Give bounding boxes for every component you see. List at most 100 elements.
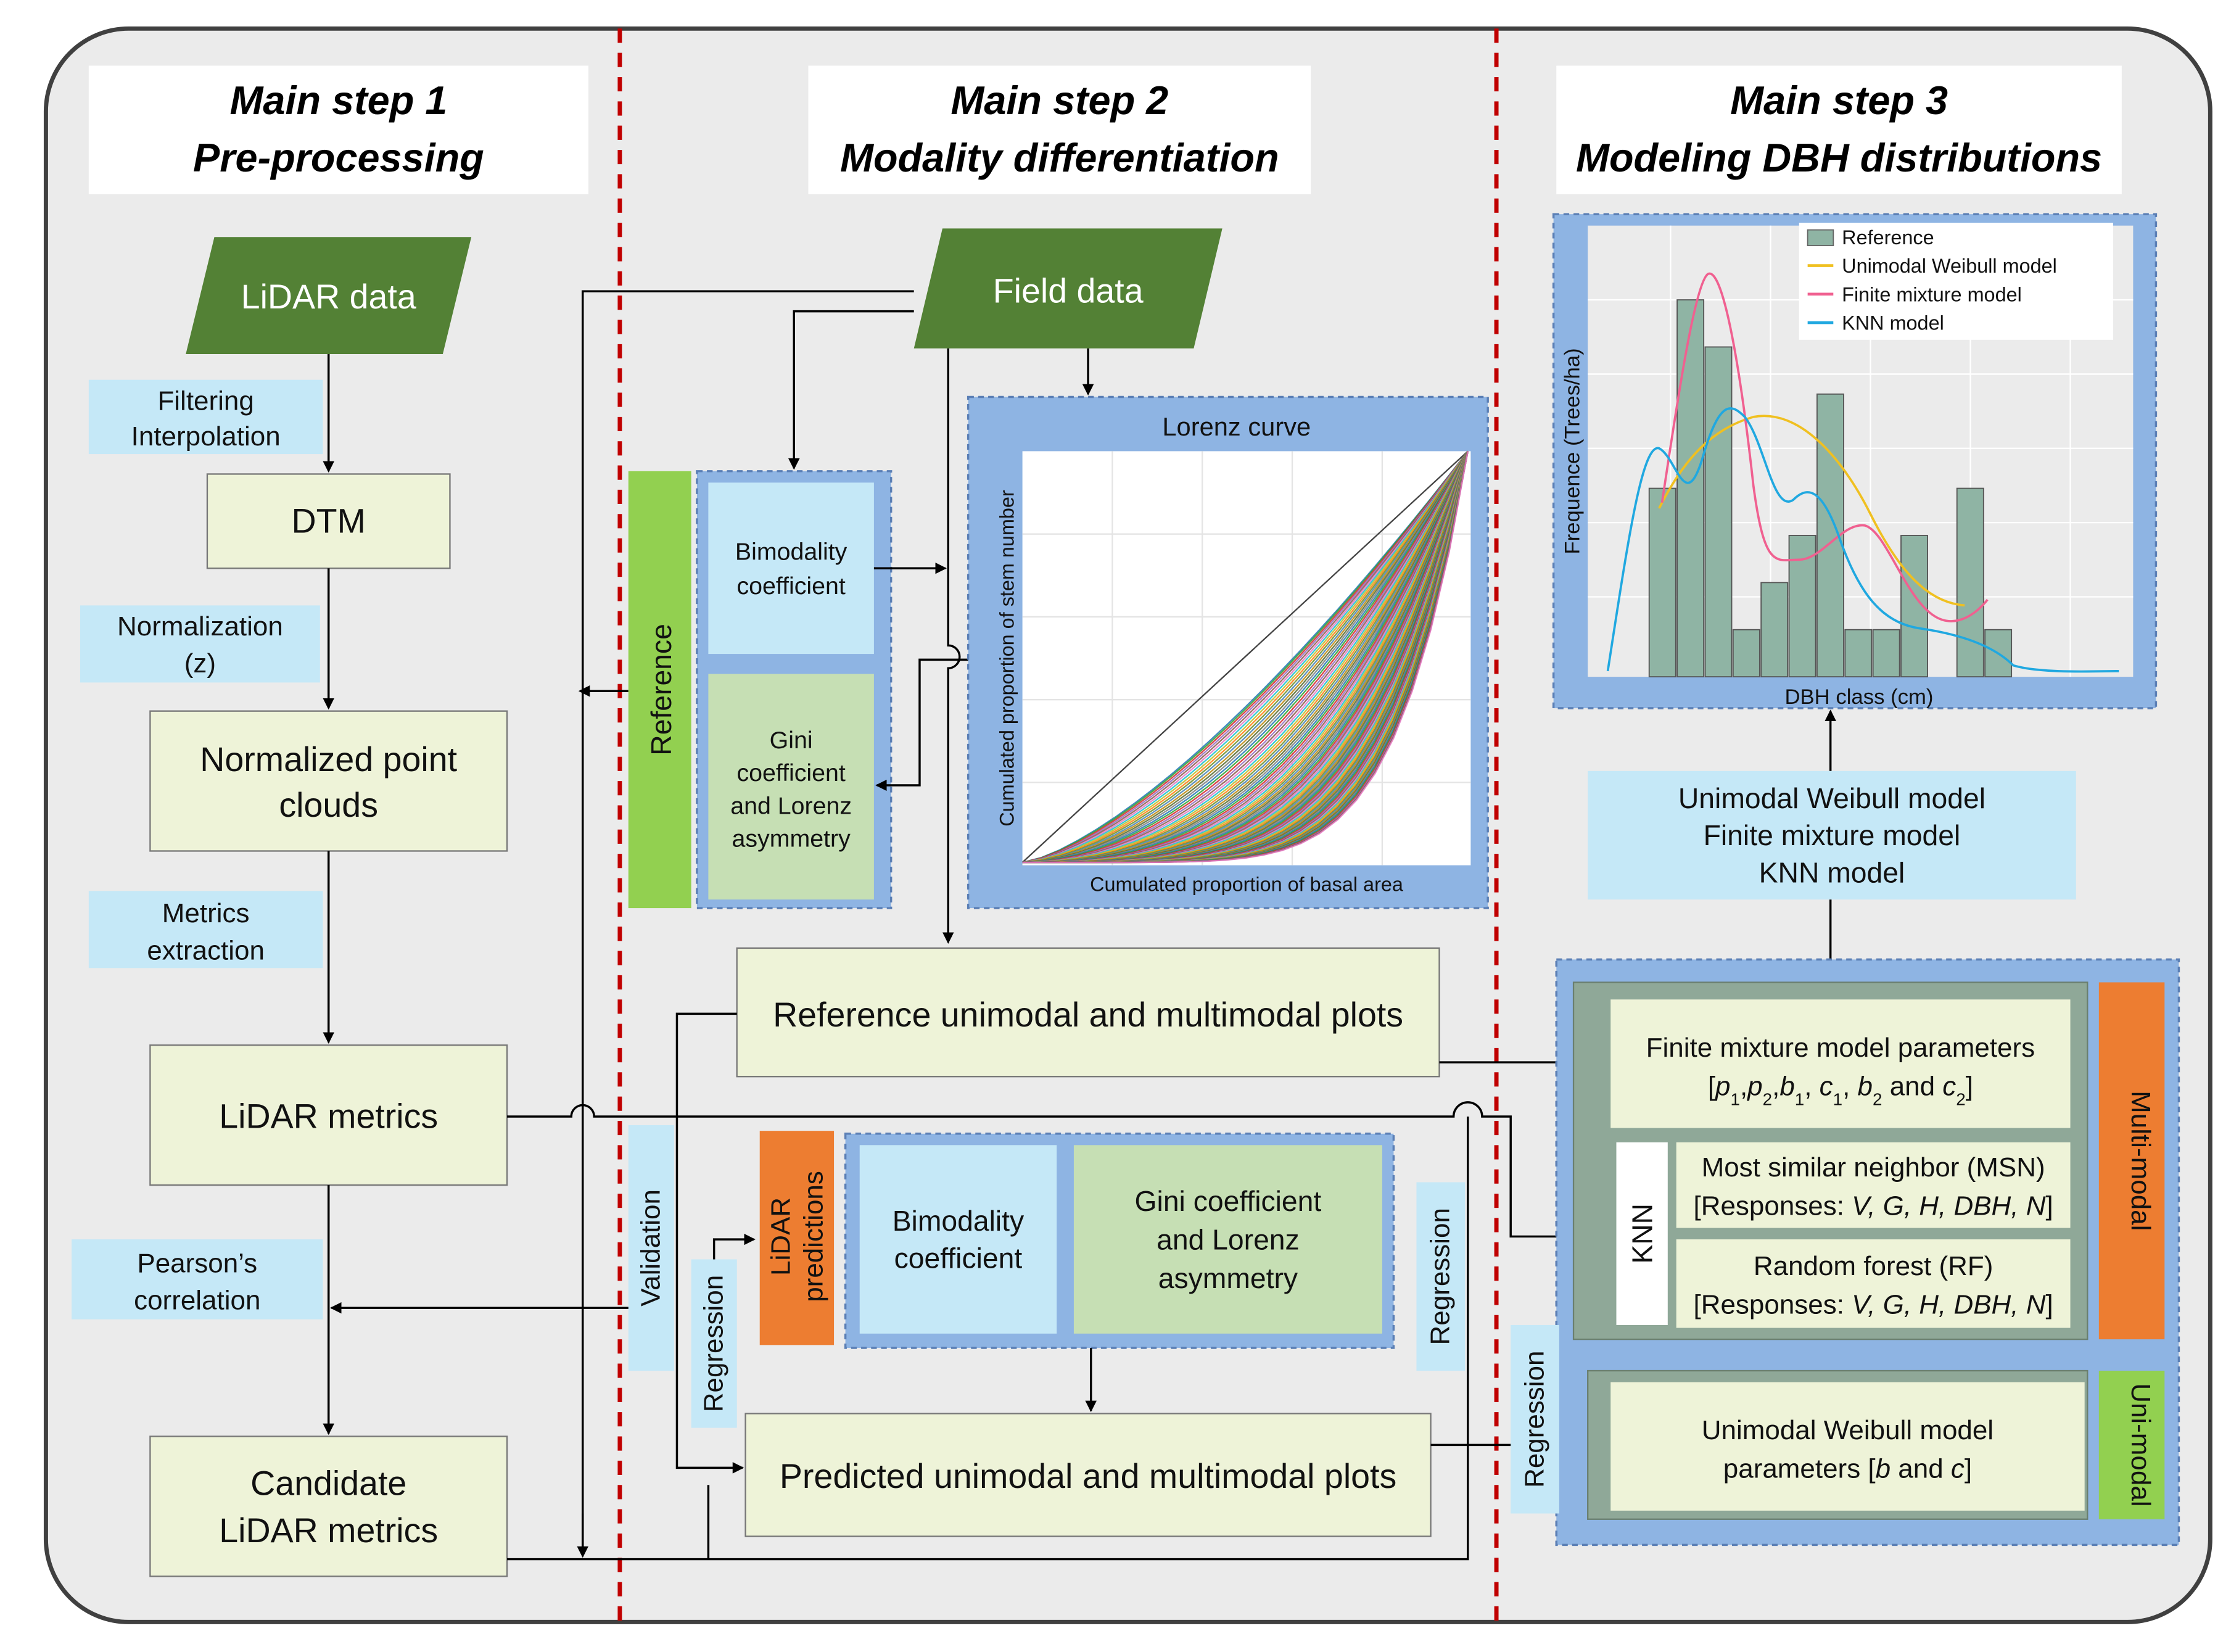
lorenz-curve-line (1022, 450, 1469, 864)
dbh-xlabel: DBH class (cm) (1784, 685, 1933, 709)
gini-pred-node (1073, 1145, 1382, 1334)
arrow-lorenz-to-gini (875, 658, 977, 791)
regression-right-label: Regression (1425, 1208, 1456, 1345)
lorenz-curve-line (1022, 450, 1469, 864)
validation-label: Validation (636, 1189, 666, 1307)
legend-label-weibull: Unimodal Weibull model (1842, 255, 2057, 277)
header-step1-subtitle: Pre-processing (193, 135, 484, 180)
lorenz-curve-line (1022, 450, 1469, 864)
gini-pred-line2: and Lorenz (1157, 1223, 1300, 1255)
dbh-bar (1704, 346, 1733, 678)
normalization-label-box (80, 605, 320, 683)
reference-bar (628, 471, 691, 909)
lidar-predictions-line2: predictions (799, 1171, 829, 1302)
weibull-params-line1: Unimodal Weibull model (1702, 1415, 1994, 1445)
lorenz-curve-line (1022, 450, 1469, 864)
filtering-label-line2: Interpolation (131, 421, 281, 452)
models-line3: KNN model (1759, 856, 1905, 888)
lidar-metrics-label: LiDAR metrics (219, 1097, 438, 1136)
fmm-curve (1660, 272, 1989, 622)
bimodality-ref-line2: coefficient (736, 572, 845, 600)
connector-field-to-bimodality (788, 310, 914, 470)
lorenz-curve-line (1022, 450, 1469, 864)
pearson-line2: correlation (134, 1285, 260, 1315)
lorenz-curve-line (1022, 450, 1469, 864)
lidar-data-node (186, 237, 472, 355)
rf-line2: [Responses: V, G, H, DBH, N] (1694, 1289, 2053, 1320)
regression-left-label: Regression (699, 1275, 729, 1412)
lorenz-title: Lorenz curve (1162, 412, 1311, 441)
dbh-bar (1676, 299, 1705, 678)
lidar-metrics-node (149, 1044, 508, 1186)
lorenz-curve-line (1022, 450, 1469, 864)
lidar-predictions-line1: LiDAR (765, 1197, 796, 1276)
filtering-label-box (88, 379, 323, 455)
dbh-bar (1844, 629, 1873, 678)
metrics-extraction-line2: extraction (147, 935, 265, 965)
lorenz-curve-line (1022, 450, 1469, 864)
header-step2-title: Main step 2 (950, 78, 1168, 123)
gini-ref-node (708, 674, 874, 900)
models-label-box (1588, 770, 2076, 900)
unimodal-bar (2098, 1371, 2165, 1519)
pearson-label-box (72, 1239, 323, 1320)
lorenz-curve-line (1022, 450, 1469, 864)
dbh-bar (1956, 487, 1984, 678)
models-line1: Unimodal Weibull model (1678, 782, 1985, 814)
lorenz-curve-line (1022, 450, 1469, 864)
reference-bar-label: Reference (645, 624, 677, 756)
filtering-label-line1: Filtering (157, 386, 254, 416)
weibull-curve (1658, 415, 1965, 607)
candidate-metrics-node (149, 1435, 508, 1577)
fmm-params-node (1610, 999, 2071, 1128)
regression-step3-label: Regression (1519, 1351, 1549, 1488)
msn-line1: Most similar neighbor (MSN) (1702, 1152, 2045, 1183)
lorenz-curve-line (1022, 450, 1469, 864)
field-data-label: Field data (993, 272, 1144, 310)
lorenz-curve-line (1022, 450, 1469, 864)
pearson-line1: Pearson’s (137, 1248, 257, 1278)
msn-line2: [Responses: V, G, H, DBH, N] (1694, 1191, 2053, 1221)
gini-pred-line1: Gini coefficient (1135, 1185, 1322, 1217)
legend-label-knn: KNN model (1842, 312, 1944, 334)
regression-left-label-box (691, 1259, 737, 1428)
normalized-clouds-node (149, 710, 508, 852)
dbh-bar (1648, 487, 1676, 678)
multimodal-bar (2098, 982, 2165, 1340)
unimodal-label: Uni-modal (2126, 1383, 2156, 1506)
field-data-node (913, 228, 1223, 349)
gini-ref-line4: asymmetry (732, 825, 851, 853)
connector-reference-to-predicted (675, 1012, 744, 1474)
normalization-label-line2: (z) (184, 648, 216, 679)
lorenz-curve-line (1022, 450, 1469, 864)
lidar-data-label: LiDAR data (241, 278, 416, 316)
weibull-params-node (1610, 1382, 2085, 1511)
bimodality-pred-node (859, 1145, 1057, 1334)
metrics-extraction-line1: Metrics (162, 898, 250, 928)
lorenz-xlabel: Cumulated proportion of basal area (1090, 873, 1404, 895)
arrow-regression-to-predictions (712, 1233, 756, 1260)
regression-step3-label-box (1511, 1324, 1559, 1514)
bimodality-ref-line1: Bimodality (735, 538, 847, 565)
normalized-clouds-line2: clouds (279, 786, 378, 824)
bimodality-pred-line1: Bimodality (893, 1205, 1025, 1237)
msn-node (1676, 1142, 2071, 1228)
normalization-label-line1: Normalization (117, 611, 283, 642)
weibull-params-line2: parameters [b and c] (1723, 1454, 1972, 1484)
rf-line1: Random forest (RF) (1754, 1251, 1993, 1281)
lorenz-diagonal (1021, 450, 1469, 863)
gini-ref-line3: and Lorenz (730, 792, 852, 819)
connector-field-to-reference-plots (942, 348, 961, 944)
header-step3-subtitle: Modeling DBH distributions (1576, 135, 2102, 180)
predicted-plots-label: Predicted unimodal and multimodal plots (780, 1457, 1396, 1495)
knn-label-box (1616, 1142, 1668, 1325)
validation-label-box (628, 1125, 674, 1371)
fmm-params-line1: Finite mixture model parameters (1646, 1033, 2035, 1063)
candidate-line1: Candidate (250, 1464, 406, 1502)
lorenz-curves (1021, 450, 1469, 864)
reference-plots-label: Reference unimodal and multimodal plots (773, 996, 1403, 1034)
dbh-bar (1732, 629, 1760, 678)
multimodal-label: Multi-modal (2126, 1091, 2156, 1231)
candidate-line2: LiDAR metrics (219, 1511, 438, 1550)
gini-ref-line1: Gini (770, 727, 813, 754)
